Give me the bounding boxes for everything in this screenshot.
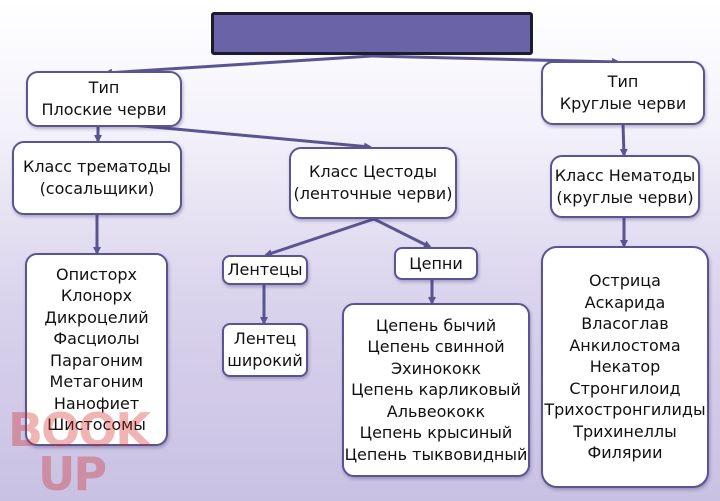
- node-lentets-wide-line-2: широкий: [227, 351, 303, 370]
- tsepni-species-1: Цепень бычий: [375, 315, 497, 335]
- node-group-tsepni-label: Цепни: [409, 253, 463, 273]
- nematoda-species-6: Стронгилоид: [569, 378, 681, 398]
- node-class-nematoda-line-1: Класс Нематоды: [554, 165, 696, 185]
- watermark-line-2: UP: [38, 447, 107, 501]
- nematoda-species-1: Острица: [589, 271, 661, 291]
- watermark-line-1: BOOK: [8, 403, 151, 457]
- node-class-trematoda-line-1: Класс трематоды: [22, 157, 172, 176]
- node-lentets-wide-line-1: Лентец: [233, 329, 297, 348]
- trematoda-species-2: Клонорх: [60, 286, 133, 305]
- nematoda-species-7: Трихостронгилиды: [544, 400, 706, 420]
- tsepni-species-6: Цепень крысиный: [359, 423, 513, 443]
- tsepni-species-3: Эхинококк: [390, 358, 482, 378]
- node-group-tsepni: Цепни: [394, 247, 478, 280]
- arrow-cestoda-to-tsepni: [373, 217, 432, 249]
- nematoda-species-9: Филярии: [587, 443, 663, 463]
- node-tsepni-species-list: Цепень бычий Цепень свинной Эхинококк Це…: [342, 303, 530, 477]
- node-trematoda-species-list: Описторх Клонорх Дикроцелий Фасциолы Пар…: [25, 253, 168, 446]
- node-class-trematoda-line-2: (сосальщики): [39, 179, 155, 198]
- tsepni-species-5: Альвеококк: [386, 401, 486, 421]
- node-type-round-worms-line-1: Тип: [607, 72, 639, 91]
- nematoda-species-4: Анкилостома: [569, 335, 681, 355]
- trematoda-species-3: Дикроцелий: [44, 307, 149, 327]
- node-class-cestoda-line-1: Класс Цестоды: [309, 162, 437, 181]
- nematoda-species-8: Трихинеллы: [573, 421, 677, 441]
- arrow-flat-to-cestoda: [109, 121, 372, 151]
- node-nematoda-species-list: Острица Аскарида Власоглав Анкилостома Н…: [541, 246, 709, 488]
- node-class-cestoda-line-2: (ленточные черви): [293, 184, 453, 203]
- node-class-nematoda: Класс Нематоды (круглые черви): [550, 155, 700, 218]
- diagram-title-box: [211, 12, 533, 55]
- node-type-round-worms: Тип Круглые черви: [541, 61, 705, 125]
- node-type-flat-worms: Тип Плоские черви: [26, 71, 182, 127]
- nematoda-species-5: Некатор: [589, 357, 661, 377]
- trematoda-species-4: Фасциолы: [53, 329, 140, 348]
- tsepni-species-4: Цепень карликовый: [351, 380, 521, 400]
- node-type-flat-worms-line-2: Плоские черви: [41, 100, 167, 119]
- tsepni-species-7: Цепень тыквовидный: [344, 444, 528, 464]
- arrow-cestoda-to-lentetsy: [264, 217, 375, 257]
- trematoda-species-8: Шистосомы: [47, 415, 146, 434]
- trematoda-species-6: Метагоним: [49, 372, 144, 391]
- node-group-lentetsy-label: Лентецы: [227, 260, 303, 279]
- nematoda-species-3: Власоглав: [581, 314, 669, 334]
- node-type-flat-worms-line-1: Тип: [88, 78, 120, 97]
- trematoda-species-1: Описторх: [56, 264, 137, 284]
- trematoda-species-5: Парагоним: [50, 350, 143, 370]
- tsepni-species-2: Цепень свинной: [367, 337, 505, 357]
- bookup-watermark-logo: BOOK UP: [8, 403, 168, 501]
- trematoda-species-7: Нанофиет: [53, 393, 140, 413]
- node-group-lentetsy: Лентецы: [222, 255, 308, 285]
- arrow-round-to-nematoda: [619, 123, 628, 157]
- node-class-trematoda: Класс трематоды (сосальщики): [12, 141, 182, 215]
- nematoda-species-2: Аскарида: [584, 292, 666, 312]
- node-class-cestoda: Класс Цестоды (ленточные черви): [289, 147, 457, 219]
- node-type-round-worms-line-2: Круглые черви: [559, 94, 687, 113]
- node-lentets-wide: Лентец широкий: [222, 323, 308, 377]
- node-class-nematoda-line-2: (круглые черви): [556, 187, 694, 207]
- arrow-title-to-flat: [104, 54, 373, 77]
